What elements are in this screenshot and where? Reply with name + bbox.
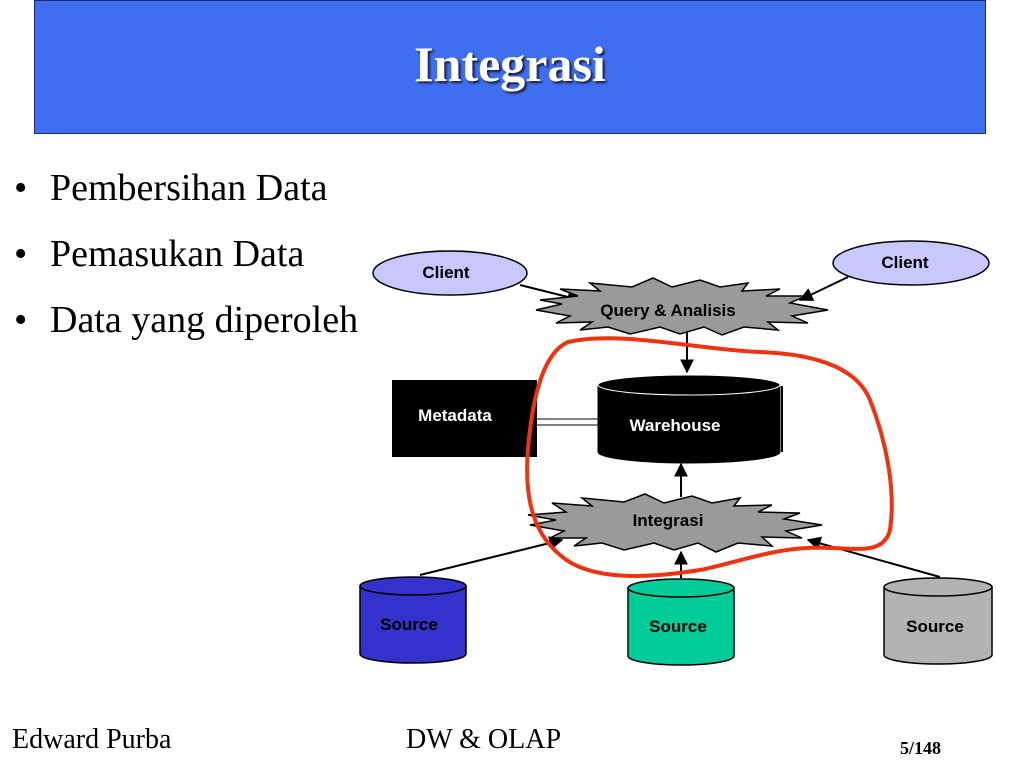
bullet-icon: • bbox=[14, 167, 28, 209]
client-right-connector bbox=[798, 276, 849, 301]
bullet-item: • Data yang diperoleh bbox=[14, 294, 358, 360]
footer-course: DW & OLAP bbox=[406, 724, 562, 755]
warehouse-label: Warehouse bbox=[629, 416, 720, 435]
client-left-label: Client bbox=[422, 263, 470, 282]
query-analysis-node: Query & Analisis bbox=[535, 277, 829, 336]
source-center-label: Source bbox=[649, 617, 707, 636]
integration-node: Integrasi bbox=[527, 493, 823, 553]
footer-author: Edward Purba bbox=[12, 724, 172, 755]
source-center-node: Source bbox=[627, 578, 735, 666]
bullet-text: Data yang diperoleh bbox=[50, 299, 359, 341]
bullet-text: Pemasukan Data bbox=[50, 233, 305, 275]
metadata-label: Metadata bbox=[418, 406, 492, 425]
bullet-icon: • bbox=[14, 299, 28, 341]
source-left-node: Source bbox=[359, 576, 467, 664]
bullet-list: • Pembersihan Data • Pemasukan Data • Data … bbox=[14, 162, 358, 360]
highlight-outline bbox=[525, 336, 894, 578]
bullet-icon: • bbox=[14, 233, 28, 275]
metadata-node: Metadata bbox=[392, 380, 537, 457]
source-right-label: Source bbox=[906, 617, 964, 636]
integration-label: Integrasi bbox=[633, 511, 704, 530]
warehouse-node: Warehouse bbox=[597, 374, 783, 464]
query-label: Query & Analisis bbox=[600, 301, 735, 320]
source-left-connector bbox=[419, 536, 564, 576]
title-bar: Integrasi bbox=[34, 0, 986, 134]
client-right-label: Client bbox=[881, 253, 929, 272]
client-right-node: Client bbox=[832, 240, 990, 286]
source-right-node: Source bbox=[883, 577, 993, 665]
client-left-node: Client bbox=[372, 250, 528, 296]
page-number: 5/148 bbox=[900, 738, 942, 758]
bullet-item: • Pemasukan Data bbox=[14, 228, 358, 294]
slide-title: Integrasi bbox=[414, 36, 606, 92]
source-left-label: Source bbox=[380, 615, 438, 634]
bullet-text: Pembersihan Data bbox=[50, 167, 328, 209]
bullet-item: • Pembersihan Data bbox=[14, 162, 358, 228]
